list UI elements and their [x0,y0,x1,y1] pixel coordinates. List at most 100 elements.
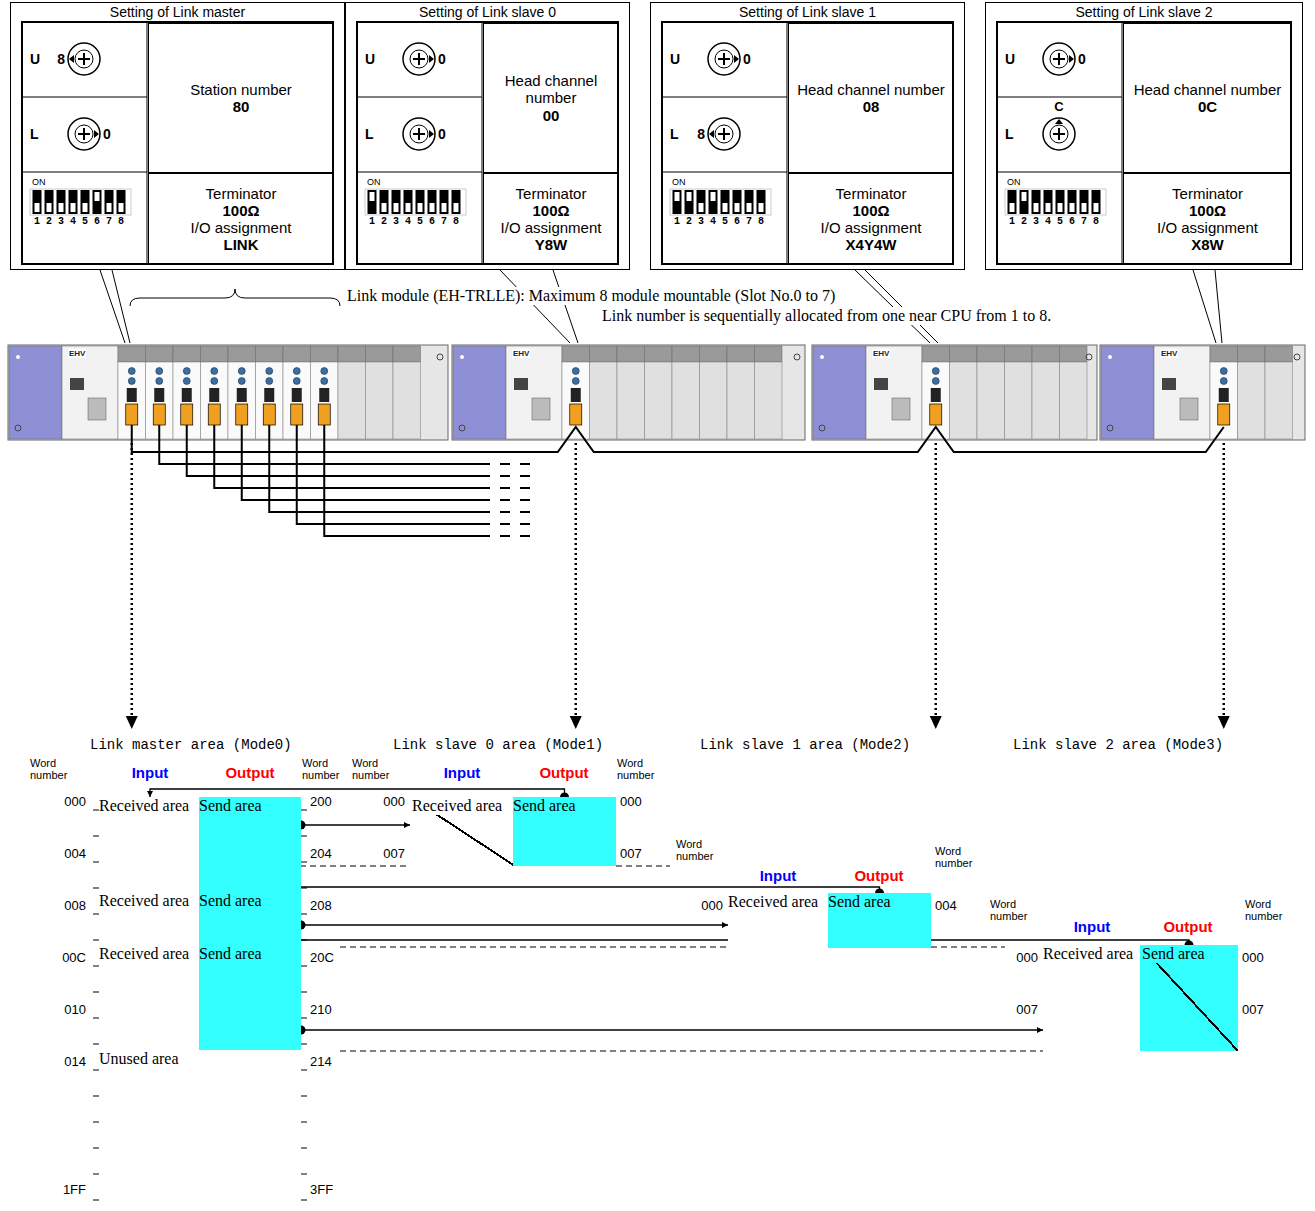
setting-cell: Head channel number0C [1123,23,1292,173]
panel-divider [997,172,1122,173]
word-address: 3FF [310,1182,333,1197]
module-connector [263,404,275,425]
input-heading: Input [760,867,797,884]
dip-knob [1070,203,1075,212]
dip-switch [365,189,466,215]
cpu-display [1162,378,1176,390]
slot-top [977,346,1005,362]
dip-lever [440,190,449,214]
data-transfer-arrow [301,1029,1043,1030]
panel-title: Setting of Link slave 1 [651,4,964,20]
dip-lever [1080,190,1089,214]
word-address: 007 [620,846,642,861]
word-tick [301,914,307,915]
rotary-pointer [429,130,434,138]
dip-knob [35,203,40,212]
module-dip [154,388,164,402]
switch-letter: U [30,51,40,67]
setting-cell: Station number80 [148,23,334,173]
setting-text: Head channel number [488,72,614,107]
dip-numbers: 1 2 3 4 5 6 7 8 [1009,216,1099,227]
output-heading: Output [1163,918,1212,935]
rotary-knob [410,50,428,68]
module-switch [211,368,218,375]
mount-hole [1086,354,1092,360]
module-dip [931,388,941,402]
rotary-switch [403,118,435,150]
slot-top [283,346,311,362]
cpu-module [506,346,562,439]
power-led [820,355,824,359]
slot-top [146,346,174,362]
word-address: 214 [310,1054,332,1069]
empty-slot [727,362,755,439]
rotary-knob [715,125,733,143]
dip-knob [1010,203,1015,212]
rack-base [812,345,1097,440]
panel-divider [662,172,787,173]
setting-text: I/O assignment [1157,219,1258,236]
slot-top [1238,346,1266,362]
output-heading: Output [854,867,903,884]
input-heading: Input [444,764,481,781]
dip-knob [406,203,411,212]
cable-continuation [520,487,530,489]
empty-slot [1032,362,1060,439]
dip-lever [685,190,694,214]
slot-top [922,346,950,362]
module-switch [211,378,218,385]
module-connector [930,404,942,425]
dip-knob [382,203,387,212]
network-cable [324,425,490,536]
module-switch [183,368,190,375]
cpu-badge: EHV [872,349,890,358]
dip-knob [1034,203,1039,212]
cpu-display [514,378,528,390]
leader-line [553,270,578,343]
rotary-slot [723,53,725,65]
word-address: 004 [64,846,86,861]
empty-slot [1005,362,1033,439]
setting-text: Terminator [206,185,277,202]
panel-divider [22,97,147,98]
word-number-caption: Word number [302,757,348,781]
rotary-slot [83,128,85,140]
switch-digit: 8 [57,51,65,67]
received-area: Received area [99,945,201,1052]
cpu-badge: EHV [68,349,86,358]
word-tick [301,862,307,863]
cable-continuation [500,475,510,477]
word-address: 010 [64,1002,86,1017]
empty-slot [977,362,1005,439]
rotary-pointer [709,130,714,138]
setting-text: Head channel number [797,81,945,98]
word-address: 00C [62,950,86,965]
area-text: Received area [1043,945,1142,963]
rotary-switch [403,43,435,75]
send-area: Send area [199,797,301,894]
area-text: Send area [199,945,301,963]
slot-top [393,346,421,362]
rotary-knob [715,50,733,68]
network-cable [187,425,490,476]
cpu-module [1154,346,1210,439]
cable-continuation [500,511,510,513]
panel-divider [22,172,147,173]
received-area: Received area [99,892,201,947]
area-text: Unused area [99,1050,301,1068]
data-transfer-arrow [301,924,728,925]
power-module [1101,346,1154,439]
rack-base [1100,345,1305,440]
module-dip [127,388,137,402]
word-tick [301,836,307,837]
dip-knob [1094,203,1099,212]
setting-text: I/O assignment [501,219,602,236]
dip-lever [757,190,766,214]
boundary-line [616,866,670,867]
cpu-badge: EHV [1160,349,1178,358]
area-text: Received area [99,797,201,815]
dip-lever [81,190,90,214]
word-address: 208 [310,898,332,913]
send-area: Send area [513,797,616,866]
cable-continuation [520,475,530,477]
